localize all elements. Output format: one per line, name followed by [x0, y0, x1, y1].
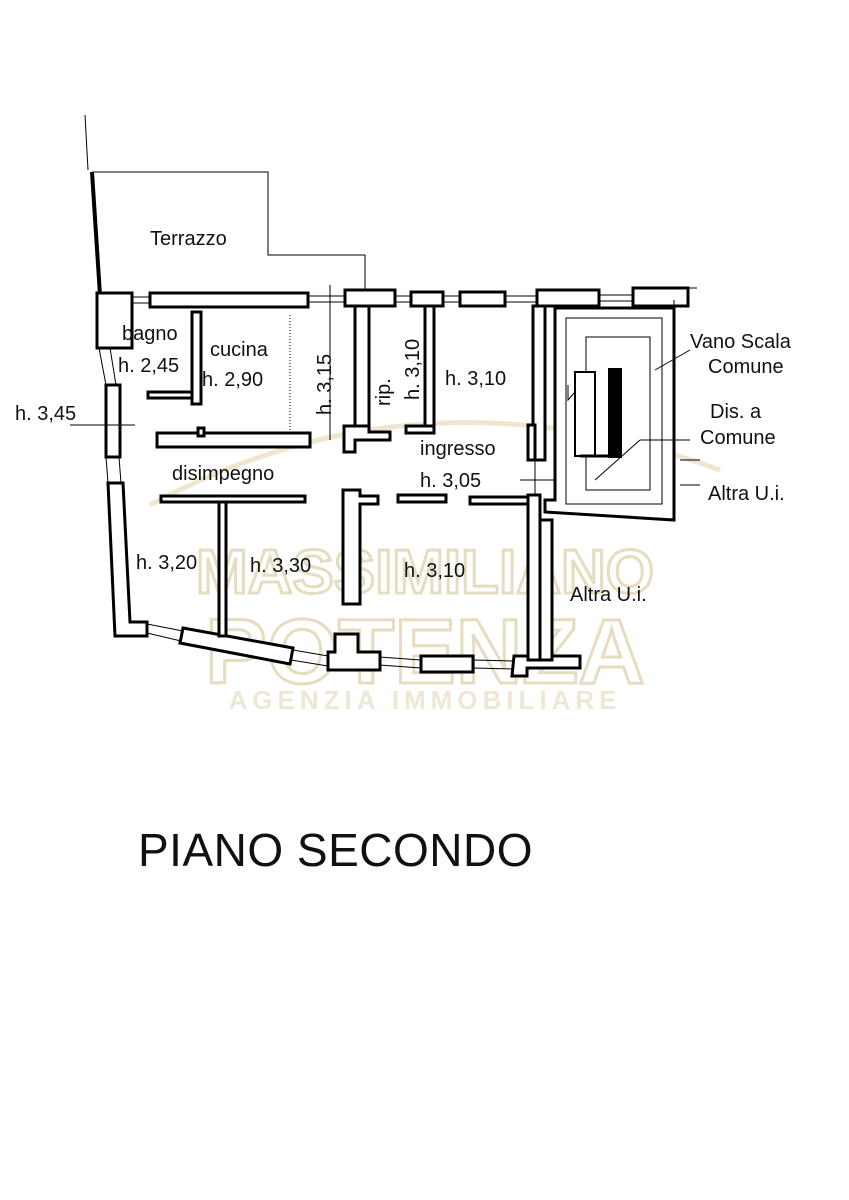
label-altra-ui-right: Altra U.i. [708, 483, 785, 505]
label-dis-2: Comune [700, 427, 776, 449]
label-terrazzo: Terrazzo [150, 228, 227, 250]
label-cucina-height: h. 2,90 [202, 369, 263, 391]
label-cucina: cucina [210, 339, 269, 361]
label-rip: rip. [373, 378, 395, 406]
label-room-310-bottom: h. 3,10 [404, 560, 465, 582]
label-ingresso-height: h. 3,05 [420, 470, 481, 492]
label-disimpegno: disimpegno [172, 463, 274, 485]
label-h315: h. 3,15 [314, 354, 336, 415]
label-room-310-top: h. 3,10 [445, 368, 506, 390]
stair-core [543, 300, 700, 522]
room-labels: Terrazzo bagno h. 2,45 cucina h. 2,90 h.… [15, 228, 792, 606]
label-altra-ui-bottom: Altra U.i. [570, 584, 647, 606]
floor-title: PIANO SECONDO [138, 824, 533, 876]
label-ingresso: ingresso [420, 438, 496, 460]
label-h345: h. 3,45 [15, 403, 76, 425]
label-dis-1: Dis. a [710, 401, 762, 423]
terrace-outline [84, 114, 366, 296]
interior-walls [146, 300, 556, 662]
label-bagno: bagno [122, 323, 178, 345]
label-vano-scala-2: Comune [708, 356, 784, 378]
label-room-330: h. 3,30 [250, 555, 311, 577]
label-room-320: h. 3,20 [136, 552, 197, 574]
watermark-line1: MASSIMILIANO [196, 538, 654, 607]
label-vano-scala-1: Vano Scala [690, 331, 792, 353]
watermark-line3: AGENZIA IMMOBILIARE [228, 685, 621, 715]
label-rip-height: h. 3,10 [402, 339, 424, 400]
top-wall [95, 285, 697, 350]
label-bagno-height: h. 2,45 [118, 355, 179, 377]
left-wall [70, 347, 149, 638]
